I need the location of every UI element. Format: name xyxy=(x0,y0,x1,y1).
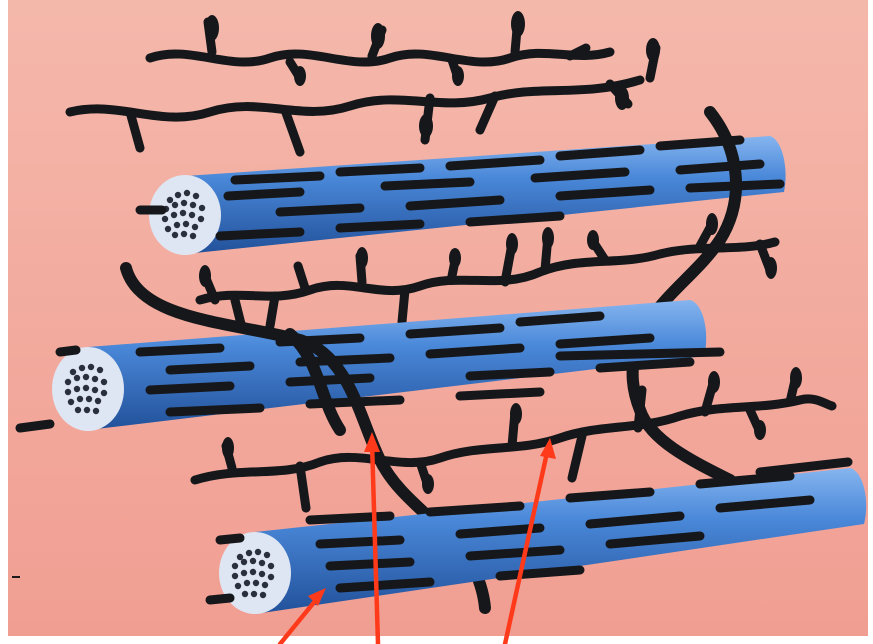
scan-mark xyxy=(12,576,20,578)
page-bottom-strip xyxy=(0,636,873,644)
